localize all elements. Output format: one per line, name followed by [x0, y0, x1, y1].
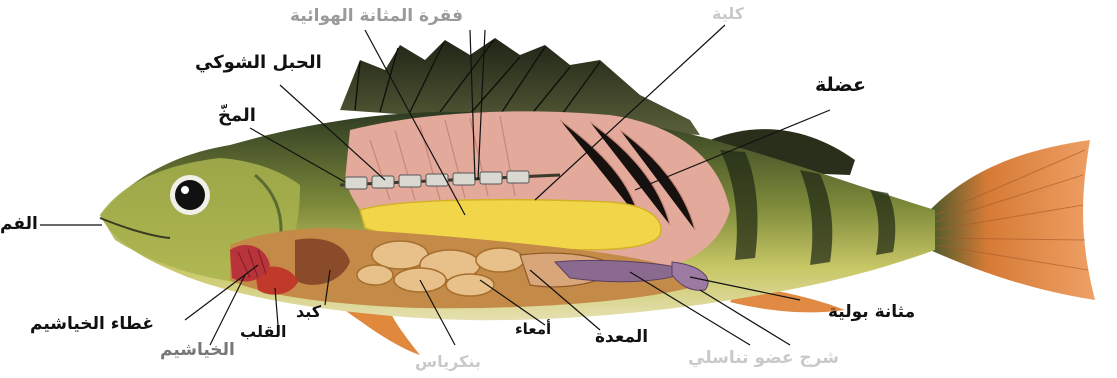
label-vertebra-swim-bladder: فقرة المثانة الهوائية: [290, 6, 463, 26]
label-intestines: أمعاء: [515, 320, 551, 338]
label-gill-cover: غطاء الخياشيم: [30, 314, 154, 334]
label-liver: كبد: [296, 302, 321, 321]
label-brain: المخّ: [218, 105, 256, 126]
label-gills: الخياشيم: [160, 340, 235, 360]
label-pancreas: بنكرياس: [415, 352, 481, 371]
label-stomach: المعدة: [595, 327, 648, 347]
label-muscle: عضلة: [815, 74, 866, 96]
label-urinary-bladder: مثانة بولية: [828, 302, 915, 322]
label-kidney: كلية: [712, 4, 744, 23]
label-heart: القلب: [240, 322, 286, 341]
label-genital: شرج عضو تناسلي: [688, 348, 839, 368]
label-spinal-cord: الحبل الشوكي: [195, 52, 322, 73]
label-mouth: الفم: [0, 214, 38, 234]
caudal-fin: [930, 140, 1095, 300]
